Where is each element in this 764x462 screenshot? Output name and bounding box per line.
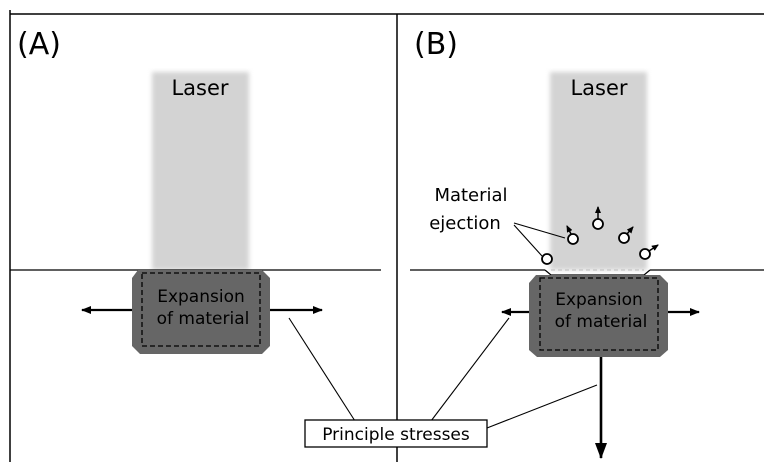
principle-stresses-box <box>304 419 488 448</box>
block-label-b-line2: of material <box>555 312 648 332</box>
particle-icon <box>639 244 659 260</box>
leader-line-b-left <box>430 317 510 422</box>
ejection-label-line1: Material <box>434 185 507 206</box>
particle-icon <box>618 226 634 244</box>
laser-beam-a <box>152 72 249 270</box>
particle-icon <box>592 206 604 230</box>
ejection-leader-1 <box>513 222 566 239</box>
panel-b: (B) Laser Expansion of material <box>410 27 764 459</box>
panel-frame <box>9 10 764 462</box>
panel-a-label: (A) <box>17 27 61 62</box>
particle-icon <box>566 225 579 245</box>
block-label-b-line1: Expansion <box>555 290 643 310</box>
ejected-particles <box>541 206 659 265</box>
leader-line-a <box>288 317 356 422</box>
principle-stresses-callout: Principle stresses <box>304 419 488 448</box>
leader-line-b-down <box>486 384 598 429</box>
material-block-b <box>529 275 668 357</box>
material-block-a <box>132 270 270 354</box>
laser-label-b: Laser <box>570 76 627 100</box>
ejection-label-line2: ejection <box>429 213 501 234</box>
ejection-leader-2 <box>513 224 543 257</box>
principle-stresses-label: Principle stresses <box>322 425 470 445</box>
panel-a: (A) Laser Expansion of material <box>10 27 381 422</box>
expansion-outline-b <box>539 277 659 351</box>
panel-b-label: (B) <box>414 27 458 62</box>
laser-beam-b <box>550 72 647 270</box>
expansion-outline-a <box>141 272 261 347</box>
block-label-a-line1: Expansion <box>157 287 245 307</box>
particle-icon <box>541 253 553 265</box>
crater-outline <box>544 269 651 276</box>
laser-label-a: Laser <box>171 76 228 100</box>
block-label-a-line2: of material <box>157 309 250 329</box>
